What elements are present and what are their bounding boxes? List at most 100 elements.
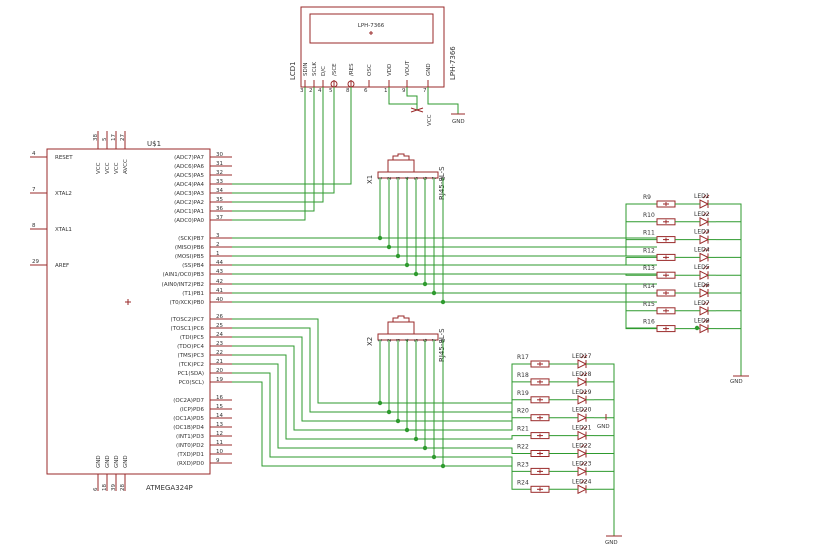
mcu-top-pin-number: 38: [93, 134, 99, 141]
resistor-label: R16: [643, 319, 655, 326]
led-channel: R16 LED8: [643, 318, 716, 334]
led-label: LED20: [572, 407, 592, 414]
mcu-right-pin-number: 2: [216, 242, 220, 248]
mcu-right-pin-number: 25: [216, 323, 223, 329]
resistor-symbol: [530, 485, 550, 493]
mcu-bottom-pin-number: 6: [93, 487, 99, 491]
connector-pin-number: 6: [423, 338, 429, 342]
led-label: LED1: [694, 193, 710, 200]
junction-dot: [386, 244, 392, 250]
mcu-left-pin-label: XTAL2: [55, 191, 72, 197]
resistor-symbol: [656, 325, 676, 333]
mcu-body: [46, 148, 211, 475]
lcd-screen: [309, 13, 434, 44]
mcu-right-pin-label: (INT0)PD2: [176, 443, 204, 449]
led-label: LED2: [694, 211, 710, 218]
portb-wires: [232, 178, 700, 331]
junction-dot: [413, 271, 419, 277]
mcu-right-pin-number: 36: [216, 206, 223, 212]
led-label: LED8: [694, 318, 710, 325]
mcu-right-pin-label: (ADC0)PA0: [174, 218, 204, 224]
mcu-top-pin-number: 17: [111, 134, 117, 141]
mcu-left-pin-number: 29: [32, 259, 39, 265]
connector-pin-number: 1: [378, 339, 384, 343]
mcu-right-pin-label: (ADC5)PA5: [174, 173, 204, 179]
resistor-label: R18: [517, 372, 529, 379]
mcu-right-pin-number: 26: [216, 314, 223, 320]
resistor-label: R23: [517, 461, 529, 468]
mcu-bottom-pin-label: GND: [123, 455, 129, 468]
mcu-name-label: U$1: [147, 140, 161, 148]
mcu-right-pin-label: (ADC6)PA6: [174, 164, 204, 170]
mcu-right-pin-label: (TDO)PC4: [177, 344, 204, 350]
connector-value-label: RJ45-8L-S: [438, 328, 446, 362]
mcu-top-pin-label: VCC: [105, 162, 111, 174]
mcu-right-pin-number: 12: [216, 431, 223, 437]
resistor-label: R22: [517, 444, 529, 451]
led-label: LED7: [694, 300, 710, 307]
mcu-right-pin-label: (SS)PB4: [182, 263, 204, 269]
mcu-right-pin-label: (ICP)PD6: [180, 407, 205, 413]
mcu-right-pin-label: (TOSC1)PC6: [171, 326, 205, 332]
resistor-label: R12: [643, 247, 655, 254]
mcu-right-pin-label: (ADC4)PA4: [174, 182, 204, 188]
junction-dot: [377, 235, 383, 241]
connector-name-label: X2: [366, 337, 374, 346]
mcu-right-pin-number: 32: [216, 170, 223, 176]
lcd-pin-label: OSC: [367, 64, 373, 76]
led-label: LED6: [694, 282, 710, 289]
mcu-right-pin-label: (OC2A)PD7: [173, 398, 204, 404]
mcu-right-pin-label: (TDI)PC5: [180, 335, 205, 341]
lcd-pin-number: 3: [300, 88, 304, 94]
lcd-screen-label: LPH-7366: [358, 23, 385, 29]
junction-dot: [431, 290, 437, 296]
lcd-pin-label: SDIN: [303, 63, 309, 76]
mcu-right-pin-number: 9: [216, 458, 220, 464]
resistor-symbol: [656, 307, 676, 315]
lcd-pin-number: 8: [346, 88, 350, 94]
lcd-pin-number: 2: [309, 88, 313, 94]
resistor-symbol: [656, 253, 676, 261]
mcu-right-pin-number: 3: [216, 233, 220, 239]
gnd-label-top: GND: [730, 379, 743, 385]
junction-dot: [395, 253, 401, 259]
lcd-pin-number: 5: [329, 88, 333, 94]
mcu-right-pin-number: 16: [216, 395, 223, 401]
mcu-right-pin-label: (T0/XCK)PB0: [170, 300, 205, 306]
lcd-pin-label: VOUT: [405, 60, 411, 76]
resistor-symbol: [530, 360, 550, 368]
connector-pin-number: 6: [423, 176, 429, 180]
resistor-label: R24: [517, 479, 529, 486]
junction-dot: [422, 281, 428, 287]
mcu-right-pin-number: 22: [216, 350, 223, 356]
mcu-right-pin-label: (MISO)PB6: [175, 245, 205, 251]
mcu-right-pin-number: 14: [216, 413, 223, 419]
mcu-right-pin-label: (OC1A)PD5: [173, 416, 204, 422]
lcd-pin-label: SCLK: [312, 62, 318, 76]
mcu-bottom-pin-number: 18: [102, 484, 108, 491]
mcu-right-pin-number: 21: [216, 359, 223, 365]
mcu-value-label: ATMEGA324P: [146, 484, 193, 492]
mcu-left-pin-label: AREF: [55, 263, 69, 269]
junction-dot: [404, 262, 410, 268]
resistor-symbol: [656, 236, 676, 244]
mcu-bottom-pin-label: GND: [96, 455, 102, 468]
connector-pin-number: 5: [414, 338, 420, 342]
connector-pin-number: 3: [396, 338, 402, 342]
mcu-right-pin-number: 33: [216, 179, 223, 185]
mcu-right-pin-label: (ADC7)PA7: [174, 155, 204, 161]
resistor-label: R17: [517, 354, 529, 361]
mcu-right-pin-number: 40: [216, 297, 223, 303]
portc-wires: [232, 318, 531, 490]
mcu-top-pin-number: 27: [120, 134, 126, 141]
mcu-right-pin-number: 10: [216, 449, 223, 455]
